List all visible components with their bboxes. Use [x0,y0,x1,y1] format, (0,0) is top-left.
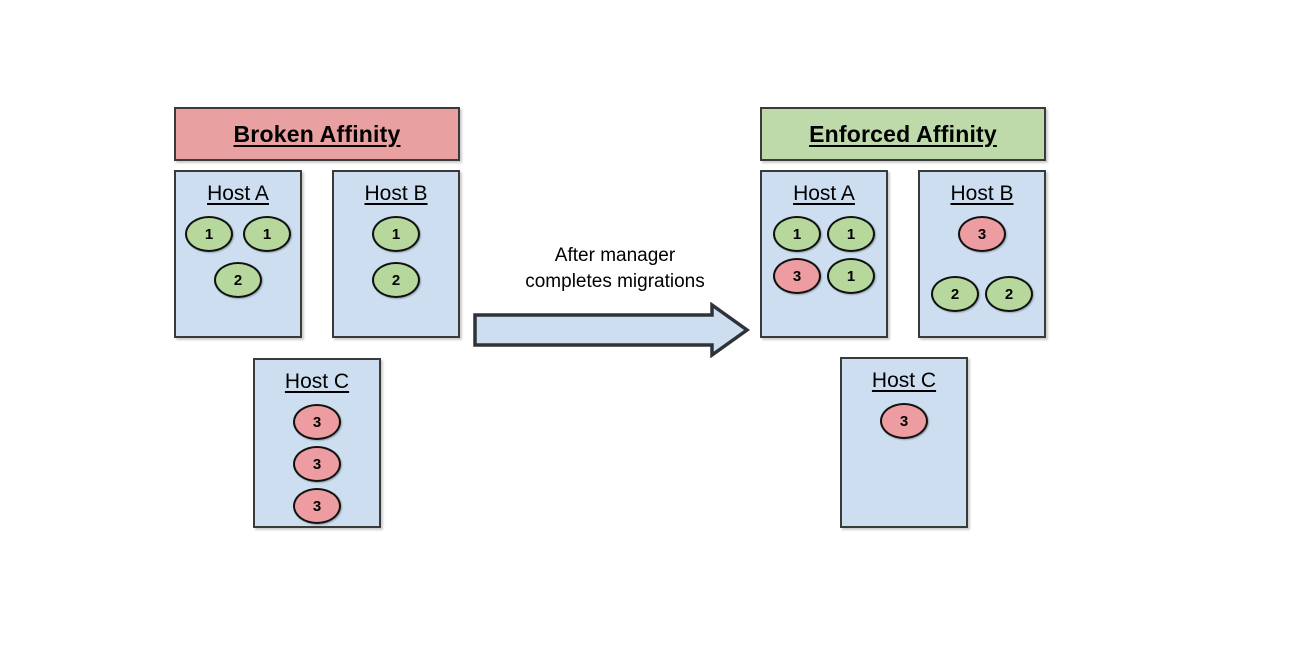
vm-node[interactable]: 3 [293,488,341,524]
host-label-right-b: Host B [950,182,1014,205]
vm-row: 1 [342,216,450,252]
host-label-left-b: Host B [364,182,428,205]
vm-node[interactable]: 3 [773,258,821,294]
host-box-left-host-b: Host B 1 2 [332,170,460,338]
vm-row: 3 [263,488,371,524]
vm-row: 3 [850,403,958,439]
vm-row: 2 [184,262,292,298]
vm-node[interactable]: 2 [931,276,979,312]
vm-node[interactable]: 3 [293,404,341,440]
vm-row: 2 [342,262,450,298]
host-label-right-c: Host C [871,369,937,392]
vm-area-right-a: 1 1 3 1 [762,216,886,294]
vm-row: 3 [263,404,371,440]
vm-node[interactable]: 3 [880,403,928,439]
broken-affinity-title: Broken Affinity [233,120,401,147]
vm-node[interactable]: 1 [185,216,233,252]
enforced-affinity-title: Enforced Affinity [809,120,997,147]
vm-row: 2 2 [928,276,1036,312]
host-label-left-a: Host A [207,182,269,205]
host-label-left-c: Host C [284,370,350,393]
host-box-left-host-c: Host C 3 3 3 [253,358,381,528]
host-box-right-host-b: Host B 3 2 2 [918,170,1046,338]
vm-node[interactable]: 2 [985,276,1033,312]
host-label-right-a: Host A [793,182,855,205]
host-box-right-host-c: Host C 3 [840,357,968,528]
vm-node[interactable]: 1 [827,216,875,252]
transition-caption: After manager completes migrations [525,245,705,292]
vm-row: 3 1 [770,258,878,294]
right-arrow-icon [473,302,750,358]
vm-row: 1 1 [184,216,292,252]
vm-node[interactable]: 2 [214,262,262,298]
section-header-enforced-affinity: Enforced Affinity [760,107,1046,161]
vm-node[interactable]: 3 [958,216,1006,252]
vm-row: 1 1 [770,216,878,252]
vm-area-right-b: 3 2 2 [920,216,1044,312]
vm-node[interactable]: 1 [243,216,291,252]
section-header-broken-affinity: Broken Affinity [174,107,460,161]
vm-node[interactable]: 1 [372,216,420,252]
vm-row: 3 [263,446,371,482]
vm-node[interactable]: 2 [372,262,420,298]
vm-area-left-a: 1 1 2 [176,216,300,298]
vm-node[interactable]: 1 [827,258,875,294]
vm-area-left-c: 3 3 3 [255,404,379,524]
vm-area-right-c: 3 [842,403,966,439]
vm-row: 3 [928,216,1036,252]
vm-node[interactable]: 1 [773,216,821,252]
vm-node[interactable]: 3 [293,446,341,482]
vm-area-left-b: 1 2 [334,216,458,298]
host-box-right-host-a: Host A 1 1 3 1 [760,170,888,338]
host-box-left-host-a: Host A 1 1 2 [174,170,302,338]
